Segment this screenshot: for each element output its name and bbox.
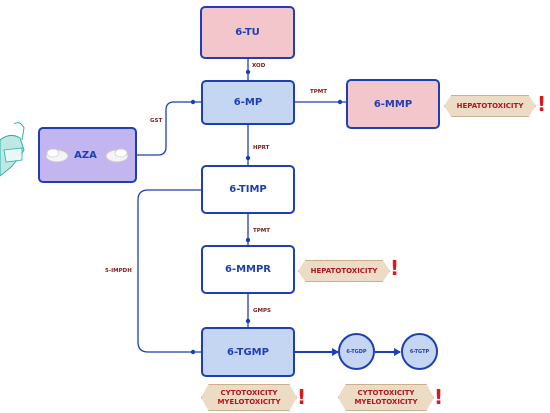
connector-aza-mp xyxy=(137,101,201,156)
node-6-mp: 6-MP xyxy=(201,80,295,125)
node-6-tgtp-label: 6-TGTP xyxy=(409,348,430,355)
enzyme-label-gmps: GMPS xyxy=(253,308,271,314)
toxicity-label: HEPATOTOXICITY xyxy=(456,101,524,110)
node-6-mmpr-label: 6-MMPR xyxy=(224,264,272,275)
node-6-tgtp: 6-TGTP xyxy=(401,333,438,370)
toxicity-badge-hepatotoxicity: HEPATOTOXICITY xyxy=(444,95,536,117)
pill-icon xyxy=(105,148,129,163)
warning-icon: ! xyxy=(537,92,547,116)
node-6-mmp: 6-MMP xyxy=(346,79,440,129)
warning-icon: ! xyxy=(390,256,400,280)
node-6-tgdp-label: 6-TGDP xyxy=(346,348,367,355)
enzyme-label-gst: GST xyxy=(150,118,163,124)
connector-timp-tgmp xyxy=(137,189,201,353)
node-6-mmp-label: 6-MMP xyxy=(373,98,413,110)
node-6-tu-label: 6-TU xyxy=(235,27,260,38)
enzyme-label-impdh: 5-IMPDH xyxy=(105,268,132,274)
patient-inhaler-illustration xyxy=(0,122,25,177)
junction-dot xyxy=(190,99,196,105)
junction-dot xyxy=(245,318,251,324)
enzyme-label-hprt: HPRT xyxy=(253,145,270,151)
node-6-timp-label: 6-TIMP xyxy=(229,184,267,195)
enzyme-label-xod: XOD xyxy=(252,63,266,69)
node-6-tgmp: 6-TGMP xyxy=(201,327,295,377)
node-6-mmpr: 6-MMPR xyxy=(201,245,295,294)
node-6-timp: 6-TIMP xyxy=(201,165,295,214)
toxicity-badge-hepatotoxicity: HEPATOTOXICITY xyxy=(298,260,390,282)
junction-dot xyxy=(245,69,251,75)
enzyme-label-tpmt: TPMT xyxy=(310,89,328,95)
junction-dot xyxy=(245,155,251,161)
toxicity-badge-tgmp: CYTOTOXICITY MYELOTOXICITY xyxy=(201,384,297,411)
node-aza-label: AZA xyxy=(74,149,97,161)
toxicity-label: CYTOTOXICITY xyxy=(220,388,278,397)
toxicity-label: CYTOTOXICITY xyxy=(357,388,415,397)
node-6-tu: 6-TU xyxy=(200,6,295,59)
toxicity-label: MYELOTOXICITY xyxy=(354,397,418,406)
junction-dot xyxy=(337,99,343,105)
toxicity-badge-thioguanine: CYTOTOXICITY MYELOTOXICITY xyxy=(338,384,434,411)
pill-icon xyxy=(45,148,69,163)
warning-icon: ! xyxy=(297,385,307,409)
toxicity-label: HEPATOTOXICITY xyxy=(310,266,378,275)
node-6-tgmp-label: 6-TGMP xyxy=(227,346,269,358)
warning-icon: ! xyxy=(434,385,444,409)
node-6-tgdp: 6-TGDP xyxy=(338,333,375,370)
junction-dot xyxy=(190,349,196,355)
enzyme-label-tpmt: TPMT xyxy=(253,228,271,234)
toxicity-label: MYELOTOXICITY xyxy=(217,397,281,406)
node-6-mp-label: 6-MP xyxy=(233,97,263,108)
junction-dot xyxy=(245,237,251,243)
